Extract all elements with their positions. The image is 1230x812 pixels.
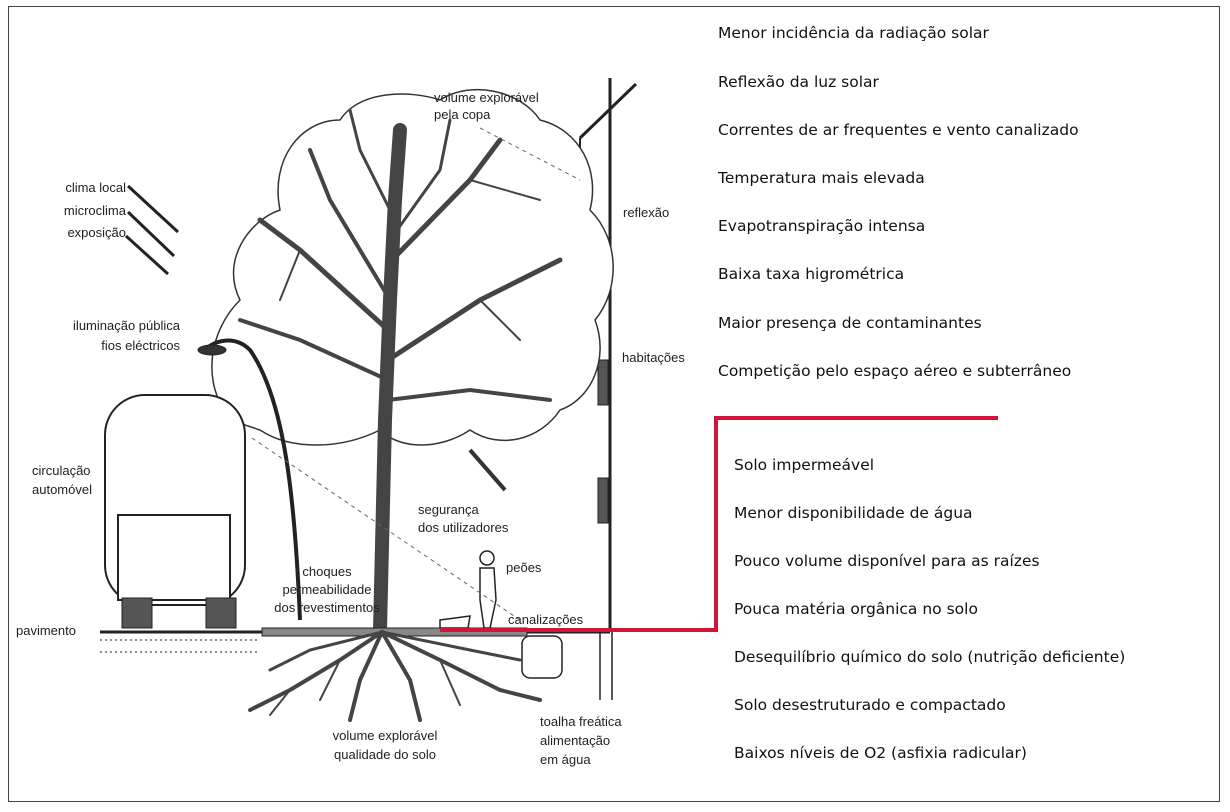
list-item-above: Maior presença de contaminantes <box>718 314 982 332</box>
label-habitacoes: habitações <box>622 350 685 365</box>
label-clima-local: clima local <box>65 180 126 195</box>
label-microclima: microclima <box>63 203 126 218</box>
label-seguranca-1: segurança <box>418 502 479 517</box>
list-item-above: Competição pelo espaço aéreo e subterrân… <box>718 362 1072 380</box>
wind-arrows <box>124 184 180 276</box>
label-volume-solo-1: volume explorável <box>332 728 438 743</box>
label-choques: choques <box>302 564 352 579</box>
label-permeabilidade: permeabilidade <box>282 582 372 597</box>
car <box>104 394 246 629</box>
list-item-below: Pouca matéria orgânica no solo <box>734 600 978 618</box>
label-iluminacao-1: iluminação pública <box>73 318 180 333</box>
label-reflexao: reflexão <box>623 205 670 220</box>
list-item-below: Solo desestruturado e compactado <box>734 696 1006 714</box>
label-alimentacao: alimentação <box>540 733 611 748</box>
label-circulacao-1: circulação <box>32 463 91 478</box>
list-item-below: Pouco volume disponível para as raízes <box>734 552 1040 570</box>
list-item-below: Menor disponibilidade de água <box>734 504 973 522</box>
list-item-above: Evapotranspiração intensa <box>718 217 926 235</box>
ground <box>100 627 610 679</box>
list-item-above: Menor incidência da radiação solar <box>718 24 989 42</box>
label-volume-copa-1: volume explorável <box>434 90 539 105</box>
label-iluminacao-2: fios eléctricos <box>101 338 180 353</box>
label-circulacao-2: automóvel <box>32 482 92 497</box>
list-item-below: Baixos níveis de O2 (asfixia radicular) <box>734 744 1027 762</box>
label-volume-copa-2: pela copa <box>434 107 491 122</box>
label-toalha-freatica: toalha freática <box>540 714 622 729</box>
red-divider-line <box>440 416 998 632</box>
label-exposicao: exposição <box>67 225 126 240</box>
street-lamp <box>197 338 302 621</box>
label-pavimento: pavimento <box>16 623 76 638</box>
label-peoes: peões <box>506 560 542 575</box>
label-em-agua: em água <box>540 752 591 767</box>
pedestrian <box>439 550 497 629</box>
list-item-above: Correntes de ar frequentes e vento canal… <box>718 121 1079 139</box>
label-canalizacoes: canalizações <box>508 612 584 627</box>
list-item-above: Baixa taxa higrométrica <box>718 265 905 283</box>
tree-roots <box>248 630 542 722</box>
list-item-below: Desequilíbrio químico do solo (nutrição … <box>734 648 1126 666</box>
tree-canopy <box>211 88 614 446</box>
label-volume-solo-2: qualidade do solo <box>334 747 436 762</box>
label-revestimentos: dos revestimentos <box>274 600 380 615</box>
list-item-above: Reflexão da luz solar <box>718 73 879 91</box>
label-seguranca-2: dos utilizadores <box>418 520 509 535</box>
broken-branch <box>468 448 507 492</box>
guide-lines <box>251 127 581 621</box>
list-item-above: Temperatura mais elevada <box>718 169 925 187</box>
tree-branches <box>238 108 563 637</box>
list-item-below: Solo impermeável <box>734 456 875 474</box>
